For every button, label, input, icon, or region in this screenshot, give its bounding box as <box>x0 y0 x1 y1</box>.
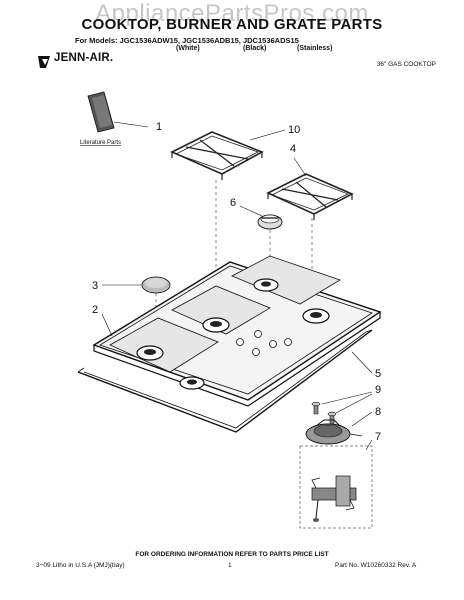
burner-cap <box>141 276 171 294</box>
color-stainless: (Stainless) <box>297 45 333 52</box>
screws <box>311 401 337 425</box>
callout-10: 10 <box>288 124 300 136</box>
callout-3: 3 <box>92 280 98 292</box>
page-title: COOKTOP, BURNER AND GRATE PARTS <box>81 16 383 33</box>
ordering-note: FOR ORDERING INFORMATION REFER TO PARTS … <box>135 551 329 558</box>
models-line: For Models: JGC1536ADW15, JGC1536ADB15, … <box>75 36 299 45</box>
callout-6: 6 <box>230 197 236 209</box>
valve-assembly <box>311 475 357 522</box>
callout-5: 5 <box>375 368 381 380</box>
left-grate <box>170 131 264 180</box>
literature-booklet-icon <box>87 91 115 133</box>
callout-4: 4 <box>290 143 296 155</box>
color-white: (White) <box>176 45 200 52</box>
cooktop-panel <box>92 255 382 407</box>
callout-7: 7 <box>375 431 381 443</box>
callout-8: 8 <box>375 406 381 418</box>
burner-base <box>305 419 363 445</box>
literature-label: Literature Parts <box>80 140 121 146</box>
right-grate <box>266 173 354 220</box>
control-knob <box>257 214 283 230</box>
page-number: 1 <box>228 562 232 569</box>
callout-9: 9 <box>375 384 381 396</box>
cooktop-gasket <box>77 329 373 433</box>
litho-note: 3−09 Litho in U.S.A (JMJ)(bay) <box>36 562 125 569</box>
jenn-air-logo-icon <box>38 56 50 68</box>
cooktop-label: 36" GAS COOKTOP <box>376 61 436 68</box>
callout-1: 1 <box>156 121 162 133</box>
color-black: (Black) <box>243 45 267 52</box>
brand-name: JENN-AIR. <box>54 52 114 64</box>
watermark-text: AppliancePartsPros.com <box>95 0 369 27</box>
valve-group-box <box>299 445 373 529</box>
part-number: Part No. W10260332 Rev. A <box>335 562 417 569</box>
callout-2: 2 <box>92 304 98 316</box>
